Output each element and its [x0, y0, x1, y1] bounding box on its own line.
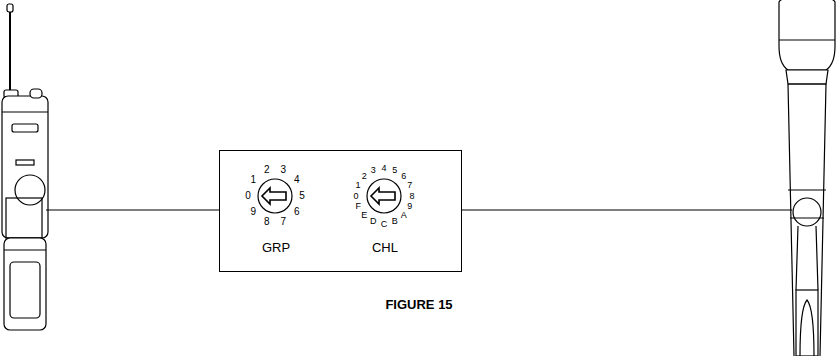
- dial-digit: 9: [407, 202, 412, 211]
- dial-digit: 6: [401, 172, 406, 181]
- dial-digit: 6: [294, 207, 300, 217]
- handheld-microphone: [779, 0, 835, 356]
- dial-digit: E: [361, 211, 367, 220]
- bodypack-transmitter: [2, 4, 48, 330]
- dial-digit: 7: [281, 217, 287, 227]
- dial-digit: 8: [264, 217, 270, 227]
- leader-line: [462, 209, 792, 210]
- dial-digit: 8: [409, 192, 414, 201]
- dial-digit: 1: [356, 181, 361, 190]
- dial-digit: 3: [371, 166, 376, 175]
- dial-digit: F: [355, 202, 361, 211]
- dial-digit: A: [401, 211, 407, 220]
- dial-digit: B: [392, 217, 398, 226]
- dial-digit: 7: [407, 181, 412, 190]
- leader-line: [46, 209, 219, 210]
- dial-digit: 4: [294, 175, 300, 185]
- dial-digit: 2: [264, 165, 270, 175]
- rotary-switch: [258, 179, 292, 213]
- dial-digit: 4: [381, 164, 386, 173]
- dial-digit: 0: [245, 191, 251, 201]
- dial-digit: 5: [299, 191, 305, 201]
- switch-label: GRP: [262, 241, 290, 254]
- dial-digit: 9: [250, 207, 256, 217]
- rotary-switch: [367, 179, 401, 213]
- dial-digit: 5: [392, 166, 397, 175]
- figure-caption: FIGURE 15: [385, 298, 452, 311]
- dial-digit: 1: [250, 175, 256, 185]
- dial-digit: 3: [281, 165, 287, 175]
- dial-digit: 2: [362, 172, 367, 181]
- dial-digit: D: [370, 217, 377, 226]
- dial-digit: C: [381, 220, 388, 229]
- dial-digit: 0: [353, 192, 358, 201]
- switch-label: CHL: [372, 241, 398, 254]
